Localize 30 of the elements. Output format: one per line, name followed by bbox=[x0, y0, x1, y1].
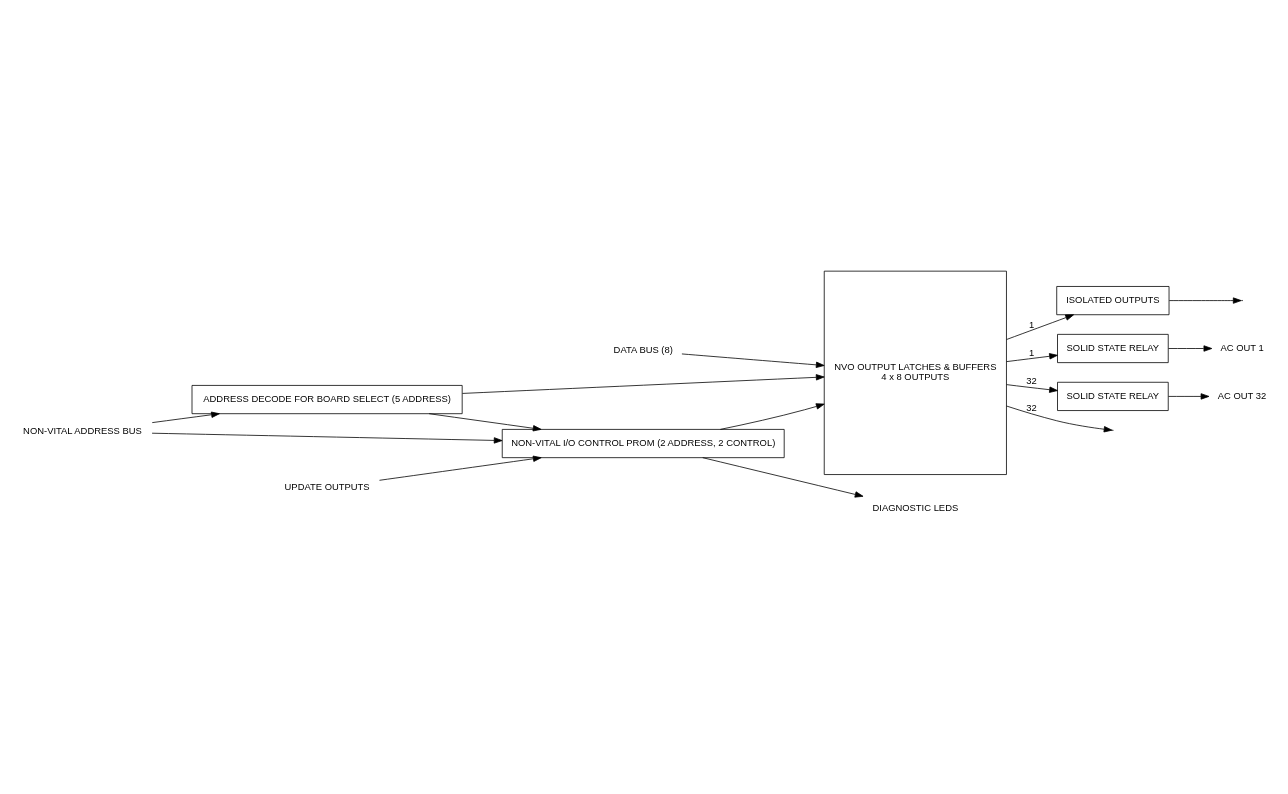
node-text: DIAGNOSTIC LEDS bbox=[872, 502, 959, 514]
node-text: NON-VITAL ADDRESS BUS bbox=[23, 425, 142, 437]
arrow bbox=[151, 411, 220, 423]
arrow bbox=[681, 353, 825, 368]
edge-label: 32 bbox=[1026, 402, 1037, 414]
edge-label: 1 bbox=[1028, 318, 1035, 330]
node-text: UPDATE OUTPUTS bbox=[284, 480, 370, 492]
node-text: AC OUT 1 bbox=[1220, 341, 1264, 353]
arrow bbox=[1168, 345, 1213, 352]
edge-label: 32 bbox=[1026, 375, 1037, 387]
node-box: SOLID STATE RELAY bbox=[1057, 333, 1169, 364]
arrow bbox=[720, 403, 825, 430]
node-box: ISOLATED OUTPUTS bbox=[1056, 286, 1170, 316]
node-box: NON-VITAL I/O CONTROL PROM (2 ADDRESS, 2 CONTROL) bbox=[501, 429, 785, 459]
arrow bbox=[428, 413, 542, 432]
node-box: SOLID STATE RELAY bbox=[1057, 381, 1169, 411]
node-text: DATA BUS (8) bbox=[613, 344, 673, 356]
node-box: ADDRESS DECODE FOR BOARD SELECT (5 ADDRESS) bbox=[191, 385, 463, 415]
node-text: AC OUT 32 bbox=[1217, 389, 1267, 401]
edge-label: 1 bbox=[1028, 347, 1035, 359]
arrow bbox=[1006, 314, 1074, 340]
arrow bbox=[702, 457, 864, 498]
arrow bbox=[462, 374, 825, 394]
arrow bbox=[1006, 353, 1058, 362]
arrow bbox=[1006, 384, 1058, 393]
arrow bbox=[1168, 393, 1210, 400]
arrow bbox=[379, 455, 542, 481]
node-box: NVO OUTPUT LATCHES & BUFFERS 4 x 8 OUTPUTS bbox=[823, 270, 1007, 475]
arrow bbox=[1006, 405, 1113, 433]
arrow bbox=[151, 432, 503, 444]
